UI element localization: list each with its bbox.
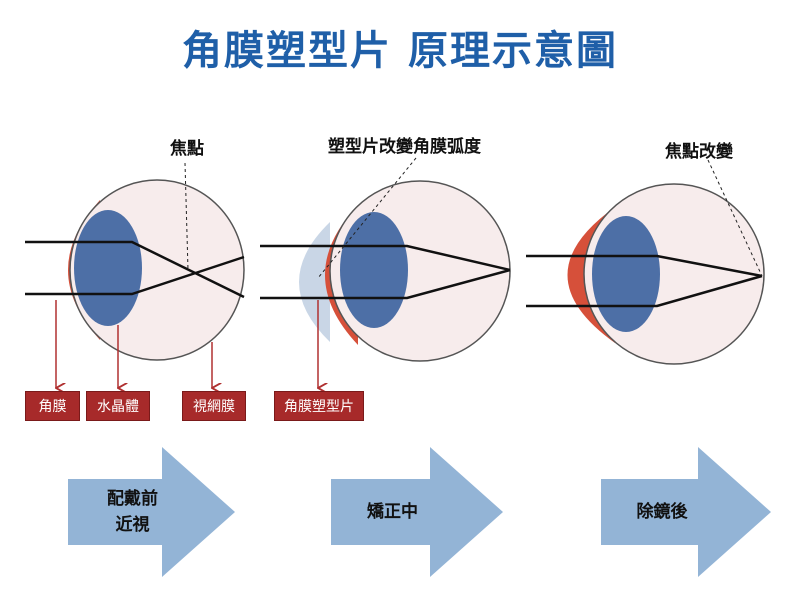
lens-changes-curvature-label: 塑型片改變角膜弧度 [328, 137, 481, 157]
focus-changed-label: 焦點改變 [665, 142, 733, 162]
light-ray-lower-after [526, 274, 763, 308]
arrow-before-line2: 近視 [115, 515, 150, 535]
retina-tag: 視網膜 [182, 391, 246, 421]
eye-during [260, 157, 511, 388]
arrow-during [331, 447, 503, 577]
eye-before [25, 162, 245, 388]
arrow-after-label: 除鏡後 [636, 502, 688, 522]
arrow-before-label: 配戴前 近視 [80, 486, 185, 538]
lens-after [592, 216, 660, 332]
ortho-k-lens-shape [299, 222, 330, 342]
ortho-k-lens-tag: 角膜塑型片 [274, 391, 364, 421]
arrow-before [68, 447, 235, 577]
lens-tag: 水晶體 [86, 391, 150, 421]
arrow-before-line1: 配戴前 [107, 489, 158, 509]
arrow-during-label: 矯正中 [367, 502, 418, 522]
diagram-title: 角膜塑型片 原理示意圖 [182, 28, 618, 74]
light-ray-upper-before [25, 240, 245, 299]
cornea-tag: 角膜 [25, 391, 80, 421]
lens-during [340, 212, 408, 328]
light-ray-upper-during [260, 244, 511, 272]
light-ray-upper-after [526, 254, 763, 278]
eye-after [526, 159, 765, 365]
light-ray-lower-before [25, 255, 245, 296]
lens-before [74, 210, 142, 326]
arrow-after [601, 447, 771, 577]
focus-point-label: 焦點 [170, 139, 204, 159]
light-ray-lower-during [260, 268, 511, 300]
curvature-leader-line [317, 157, 417, 279]
